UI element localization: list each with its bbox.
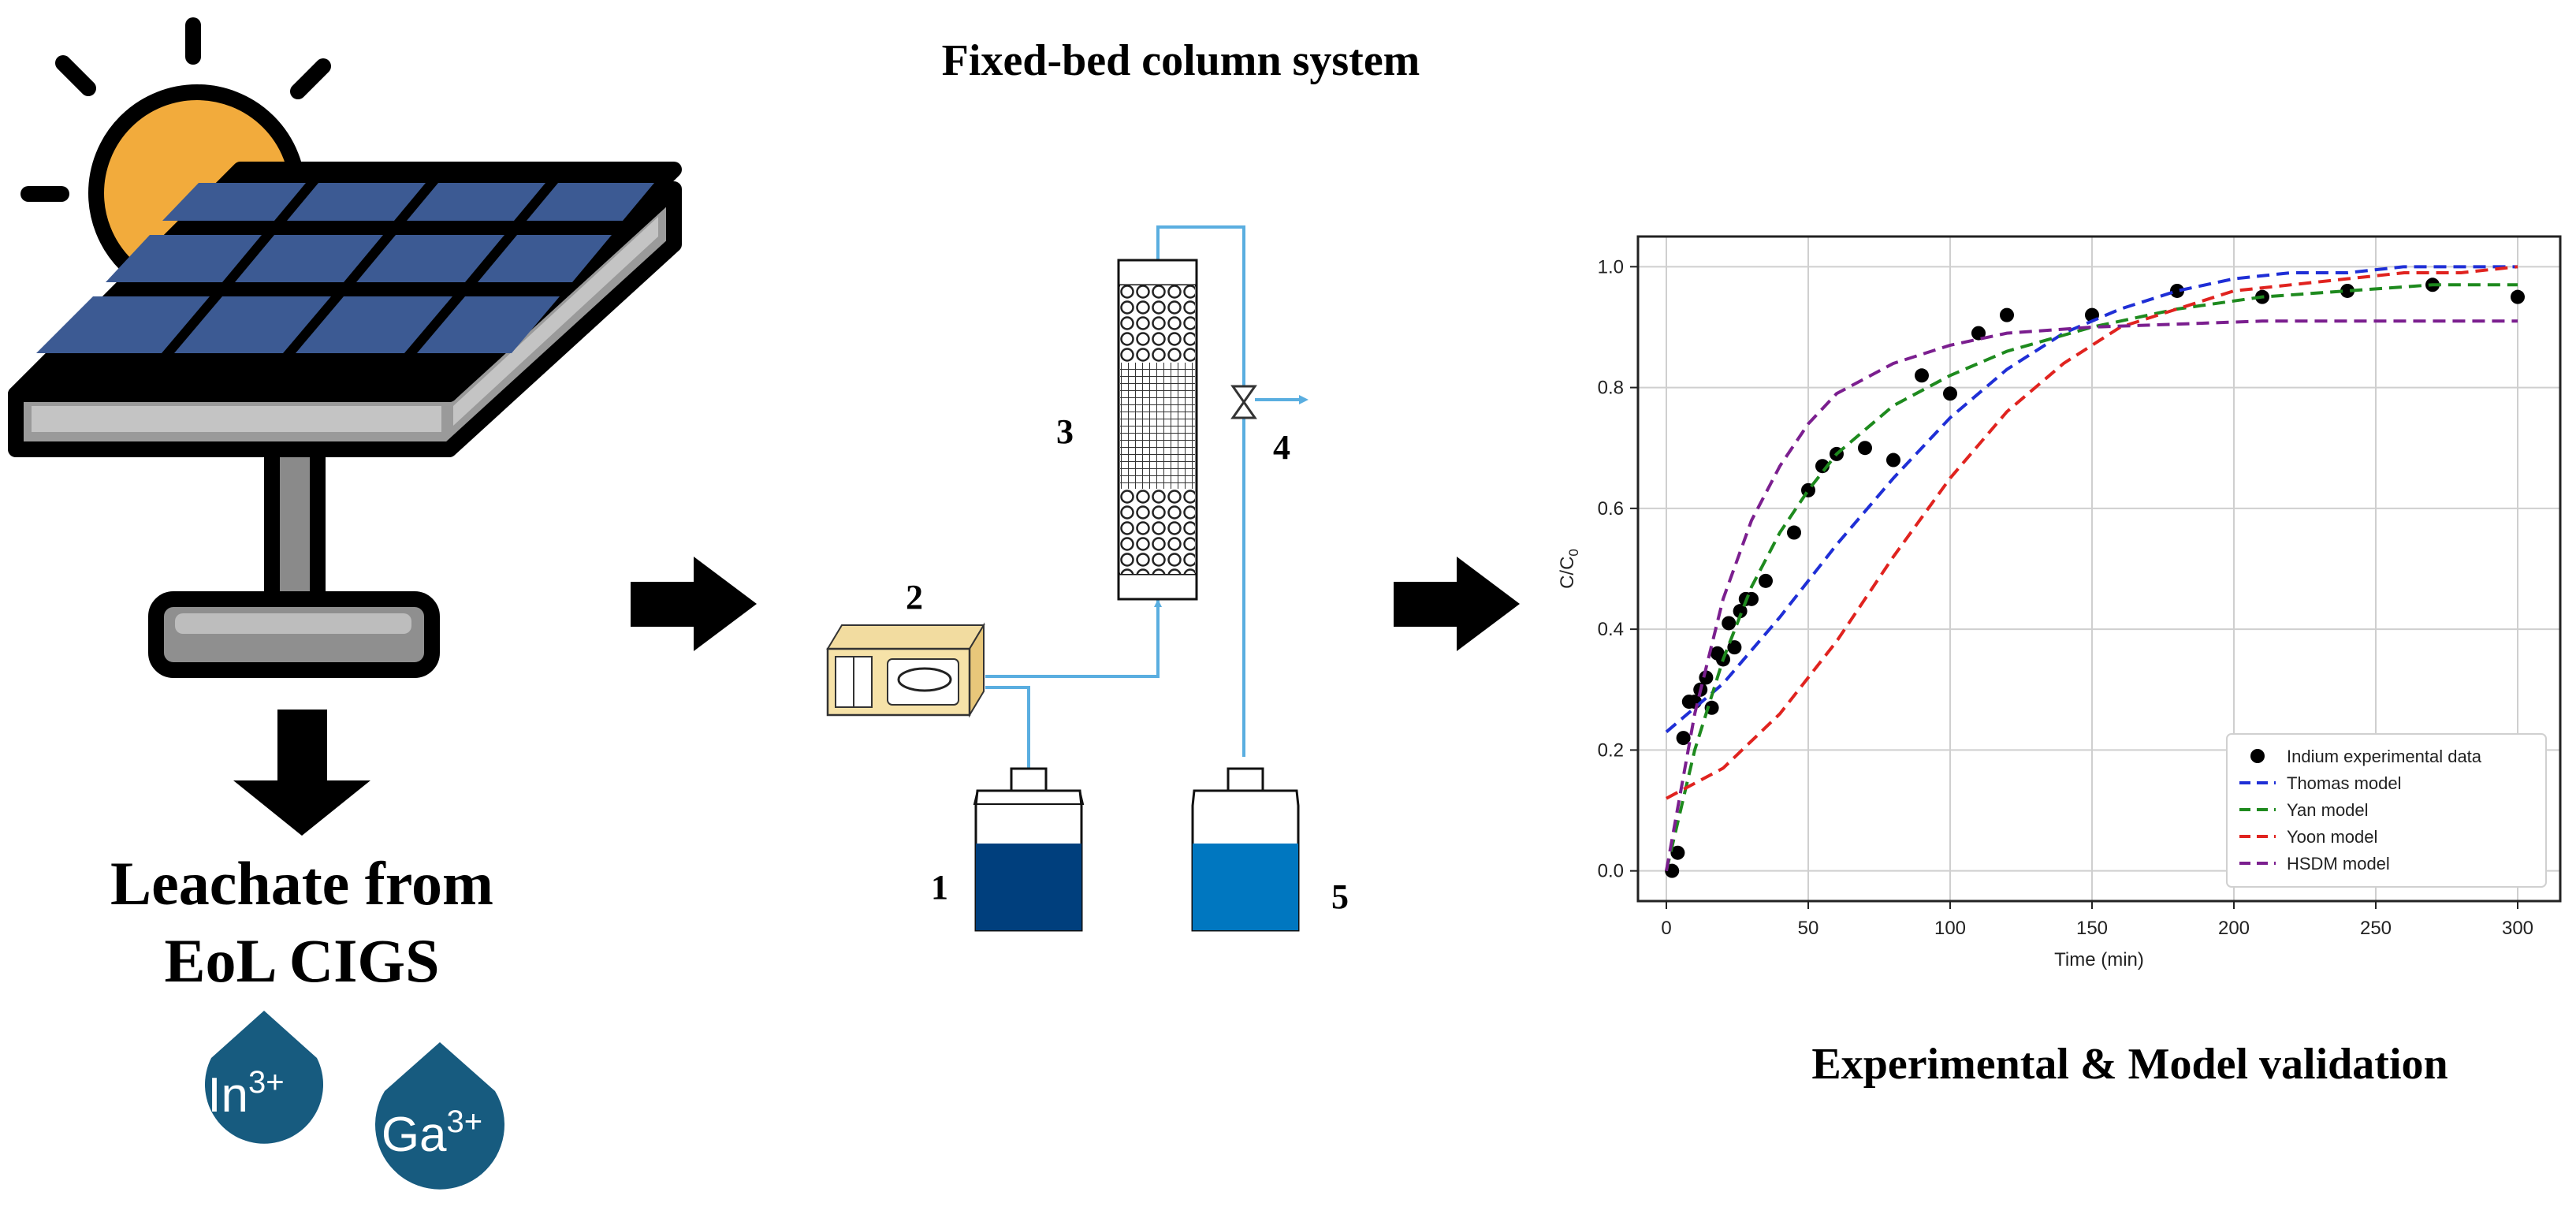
legend-entry: Yoon model bbox=[2287, 827, 2377, 847]
chart-series bbox=[1665, 265, 2525, 878]
x-tick-label: 250 bbox=[2360, 918, 2392, 939]
ion-ga-symbol: Ga3+ bbox=[382, 1104, 482, 1162]
x-tick-label: 50 bbox=[1798, 918, 1819, 939]
data-point bbox=[1759, 573, 1773, 588]
data-point bbox=[1699, 670, 1714, 685]
x-axis-label: Time (min) bbox=[2054, 949, 2144, 970]
legend-swatch bbox=[2250, 749, 2265, 763]
data-point bbox=[1915, 368, 1929, 383]
data-point bbox=[1886, 453, 1900, 467]
gallium-ion-drop: Ga3+ bbox=[375, 1042, 504, 1190]
solar-panel-icon bbox=[8, 17, 682, 678]
source-line-2: EoL CIGS bbox=[165, 926, 440, 995]
data-point bbox=[1733, 604, 1748, 619]
data-point bbox=[1971, 326, 1986, 341]
data-point bbox=[1722, 616, 1737, 631]
y-axis-label-subscript: 0 bbox=[1566, 549, 1581, 556]
data-point bbox=[1943, 386, 1957, 401]
y-tick-label: 0.4 bbox=[1598, 619, 1624, 640]
legend-box bbox=[2226, 733, 2547, 888]
indium-ion-drop: In3+ bbox=[204, 1011, 323, 1144]
x-tick-label: 0 bbox=[1661, 918, 1671, 939]
right-arrow-icon bbox=[1394, 557, 1520, 651]
data-point bbox=[2170, 283, 2184, 298]
series-line-yoon-model bbox=[1666, 265, 2518, 800]
label-4: 4 bbox=[1273, 428, 1290, 467]
source-line-1: Leachate from bbox=[110, 849, 493, 918]
ion-in-charge: 3+ bbox=[248, 1065, 285, 1100]
data-point bbox=[2000, 307, 2014, 322]
breakthrough-curve-chart: 0 50 100 150 200 250 300 0.0 0.2 0.4 0.6 0.8 1.0 Tim… bbox=[1557, 235, 2562, 970]
x-tick-label: 300 bbox=[2502, 918, 2533, 939]
legend-entry: Yan model bbox=[2287, 800, 2369, 820]
legend-entry: Indium experimental data bbox=[2287, 747, 2482, 766]
x-tick-label: 200 bbox=[2218, 918, 2250, 939]
legend-entry: HSDM model bbox=[2287, 854, 2390, 873]
x-tick-label: 100 bbox=[1934, 918, 1966, 939]
data-point bbox=[2340, 283, 2355, 298]
label-5: 5 bbox=[1331, 877, 1349, 916]
x-tick-label: 150 bbox=[2076, 918, 2108, 939]
data-point bbox=[1858, 441, 1872, 456]
series-line-hsdm-model bbox=[1665, 319, 2518, 872]
y-tick-label: 0.6 bbox=[1598, 498, 1624, 520]
y-axis-label: C/C0 bbox=[1557, 549, 1581, 589]
label-2: 2 bbox=[906, 578, 923, 616]
y-tick-label: 0.2 bbox=[1598, 739, 1624, 761]
series-line-yan-model bbox=[1665, 283, 2518, 872]
chart-ticks: 0 50 100 150 200 250 300 0.0 0.2 0.4 0.6 0.8 1.0 bbox=[1598, 256, 2533, 939]
data-point bbox=[1727, 640, 1742, 655]
chart-frame bbox=[1636, 235, 2562, 903]
ion-ga-charge: 3+ bbox=[447, 1104, 483, 1139]
right-arrow-icon bbox=[631, 557, 757, 651]
y-tick-label: 0.8 bbox=[1598, 378, 1624, 399]
y-tick-label: 0.0 bbox=[1598, 861, 1624, 882]
label-3: 3 bbox=[1056, 412, 1074, 451]
data-point bbox=[2511, 289, 2525, 304]
validation-title: Experimental & Model validation bbox=[1811, 1040, 2448, 1089]
series-line-thomas-model bbox=[1665, 265, 2518, 733]
data-point bbox=[1787, 525, 1801, 540]
legend-entry: Thomas model bbox=[2287, 773, 2402, 793]
ion-in-symbol: In3+ bbox=[207, 1065, 284, 1123]
column-system-title: Fixed-bed column system bbox=[942, 36, 1420, 85]
fixed-bed-apparatus: 3 4 2 1 5 bbox=[826, 225, 1349, 932]
data-point bbox=[1670, 845, 1685, 860]
data-point bbox=[1676, 731, 1691, 746]
label-1: 1 bbox=[931, 868, 948, 907]
y-tick-label: 1.0 bbox=[1598, 256, 1624, 277]
down-arrow-icon bbox=[233, 710, 370, 836]
